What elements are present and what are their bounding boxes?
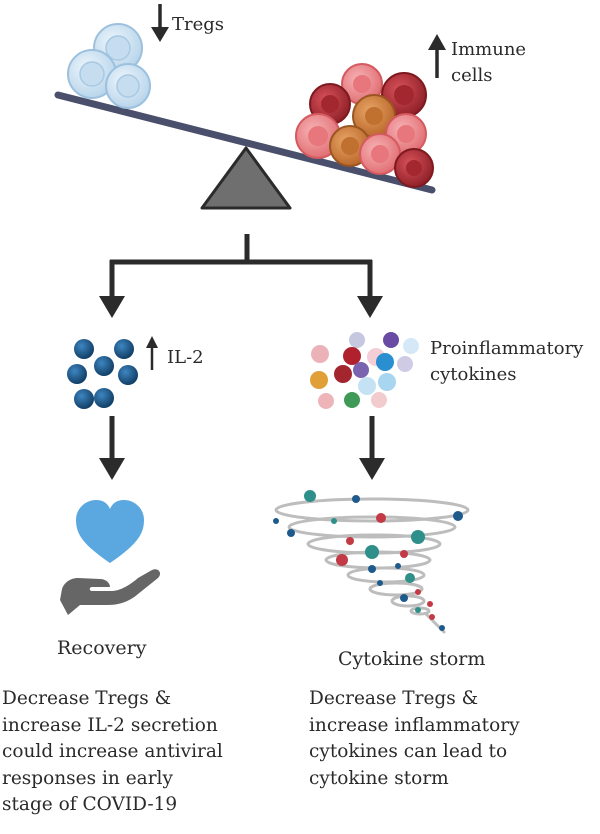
right-branch-arrowhead xyxy=(357,296,383,318)
il2-molecule xyxy=(67,364,87,384)
fulcrum-triangle xyxy=(200,146,292,210)
immune-cell xyxy=(341,63,383,105)
cytokine xyxy=(403,338,419,354)
il2-molecule xyxy=(118,365,138,385)
il2-molecule xyxy=(74,339,94,359)
cytokine xyxy=(311,345,329,363)
cytokine-storm-tornado-icon xyxy=(274,497,470,634)
storm-particle xyxy=(287,529,295,537)
branch-connector xyxy=(109,234,373,300)
storm-particle xyxy=(304,490,316,502)
storm-particle xyxy=(377,580,383,586)
cytokine xyxy=(310,371,328,389)
il2-molecule xyxy=(74,389,94,409)
heart-icon xyxy=(76,500,144,563)
il2-molecule xyxy=(114,339,134,359)
storm-particle xyxy=(429,614,435,620)
immune-cells-label-line1: Immune xyxy=(451,39,527,60)
storm-particle xyxy=(336,554,348,566)
right-description: Decrease Tregs & increase inflammatory c… xyxy=(309,686,520,792)
immune-cell xyxy=(394,148,434,188)
cytokine xyxy=(358,377,376,395)
right-down-arrow xyxy=(359,416,385,480)
left-description-line: could increase antiviral xyxy=(2,741,223,762)
cytokine xyxy=(349,332,365,348)
storm-particle xyxy=(273,518,279,524)
cytokines-label-line1: Proinflammatory xyxy=(430,338,584,359)
right-description-line: increase inflammatory xyxy=(309,714,520,736)
treg-cells-cluster xyxy=(67,23,151,109)
right-description-line: Decrease Tregs & xyxy=(309,688,479,709)
left-description-line: stage of COVID-19 xyxy=(2,794,178,815)
il2-molecule xyxy=(94,356,114,376)
left-branch-arrowhead xyxy=(99,296,125,318)
storm-particle xyxy=(427,601,433,607)
cytokine xyxy=(383,332,399,348)
seesaw-beam xyxy=(54,91,436,194)
storm-particle xyxy=(415,589,421,595)
right-description-line: cytokine storm xyxy=(309,767,449,789)
immune-cells-cluster xyxy=(295,63,434,188)
cytokine-storm-label: Cytokine storm xyxy=(338,648,486,670)
storm-particle xyxy=(376,513,386,523)
cytokines-cluster xyxy=(310,332,419,409)
tregs-label: Tregs xyxy=(172,14,225,35)
left-description: Decrease Tregs & increase IL-2 secretion… xyxy=(2,686,223,819)
right-description-line: cytokines can lead to xyxy=(309,741,508,762)
storm-particle xyxy=(395,563,401,569)
cytokine xyxy=(344,392,360,408)
left-down-arrow xyxy=(99,416,125,480)
cytokines-label-line2: cytokines xyxy=(430,364,517,385)
treg-cell xyxy=(105,63,151,109)
storm-particle xyxy=(365,545,379,559)
cytokine xyxy=(397,356,413,372)
il2-molecule xyxy=(94,388,114,408)
cytokine xyxy=(353,362,369,378)
il2-label: IL-2 xyxy=(167,347,204,368)
storm-particle xyxy=(346,537,354,545)
storm-particle xyxy=(453,511,463,521)
immune-cell xyxy=(295,113,341,159)
hand-icon xyxy=(60,569,161,615)
immune-cell xyxy=(359,133,401,175)
il2-up-arrow-icon xyxy=(146,336,158,370)
il2-molecules-cluster xyxy=(67,339,138,409)
recovery-label: Recovery xyxy=(57,637,147,659)
immune-up-arrow-icon xyxy=(428,34,446,78)
storm-particle xyxy=(331,518,337,524)
cytokine xyxy=(371,392,387,408)
treg-cell xyxy=(67,49,117,99)
storm-particle xyxy=(415,607,421,613)
storm-particles xyxy=(273,490,463,631)
storm-particle xyxy=(400,550,408,558)
cytokine xyxy=(378,373,396,391)
cytokine xyxy=(343,347,361,365)
left-description-line: Decrease Tregs & xyxy=(2,688,172,709)
storm-particle xyxy=(439,625,445,631)
cytokine xyxy=(334,365,352,383)
left-description-line: responses in early xyxy=(2,767,173,789)
storm-particle xyxy=(411,530,425,544)
storm-particle xyxy=(352,495,360,503)
cytokine xyxy=(376,353,394,371)
storm-particle xyxy=(405,573,415,583)
cytokine xyxy=(318,393,334,409)
immune-cells-label-line2: cells xyxy=(451,65,493,86)
left-description-line: increase IL-2 secretion xyxy=(2,714,218,736)
storm-particle xyxy=(400,594,408,602)
tregs-down-arrow-icon xyxy=(151,4,169,42)
storm-particle xyxy=(368,565,376,573)
